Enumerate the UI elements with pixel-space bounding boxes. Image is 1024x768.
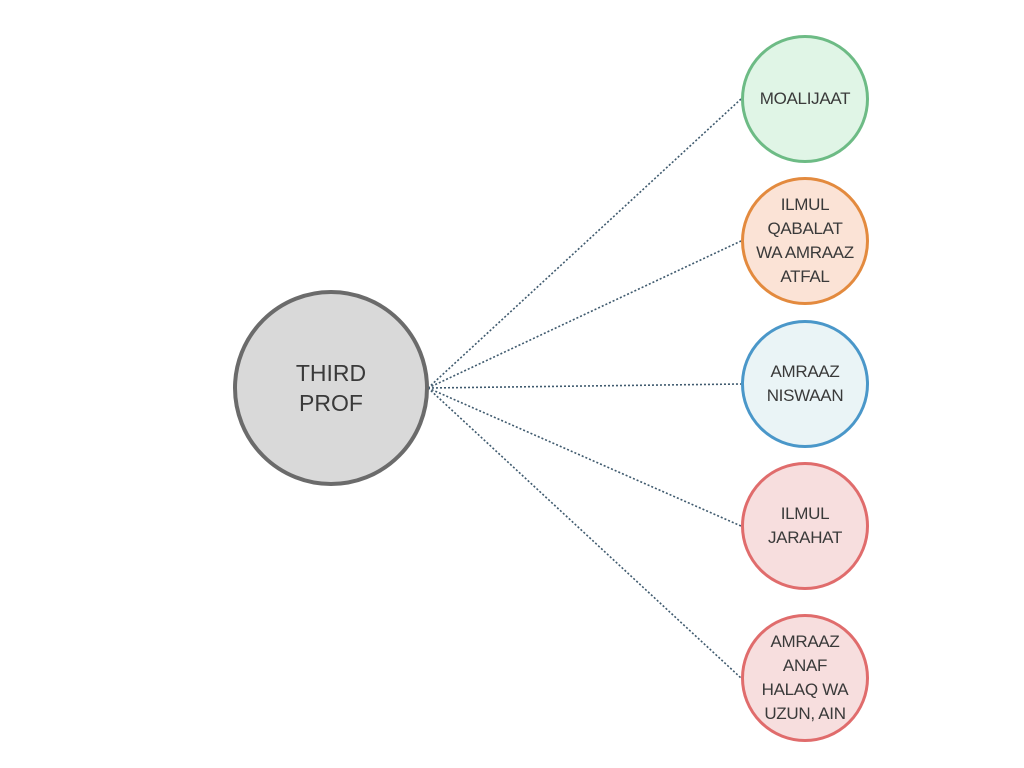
child-node-label: AMRAAZ — [770, 362, 840, 381]
connector-line-5 — [427, 387, 742, 679]
child-node-5[interactable]: AMRAAZ ANAF HALAQ WA UZUN, AIN — [741, 614, 869, 742]
central-node-label: THIRD — [295, 360, 367, 386]
connector-line-4 — [427, 387, 742, 527]
child-node-1[interactable]: MOALIJAAT — [741, 35, 869, 163]
child-node-label: HALAQ WA — [761, 680, 849, 699]
child-node-label: ANAF — [782, 656, 828, 675]
child-node-2[interactable]: ILMUL QABALAT WA AMRAAZ ATFAL — [741, 177, 869, 305]
child-node-label: AMRAAZ — [770, 632, 840, 651]
child-node-label: ILMUL — [780, 504, 830, 523]
central-node-label: PROF — [299, 390, 363, 416]
child-node-label: MOALIJAAT — [759, 89, 851, 108]
child-node-label: ATFAL — [780, 267, 830, 286]
child-node-4[interactable]: ILMUL JARAHAT — [741, 462, 869, 590]
child-node-3[interactable]: AMRAAZ NISWAAN — [741, 320, 869, 448]
child-node-label: QABALAT — [767, 219, 843, 238]
child-node-label: UZUN, AIN — [764, 704, 846, 723]
child-node-label: JARAHAT — [767, 528, 843, 547]
child-node-label: ILMUL — [780, 195, 830, 214]
child-node-label: NISWAAN — [766, 386, 844, 405]
connector-line-2 — [427, 240, 742, 389]
child-node-label: WA AMRAAZ — [756, 243, 854, 262]
connector-line-1 — [427, 98, 742, 389]
connector-line-3 — [427, 383, 742, 389]
central-node-third-prof[interactable]: THIRD PROF — [233, 290, 429, 486]
